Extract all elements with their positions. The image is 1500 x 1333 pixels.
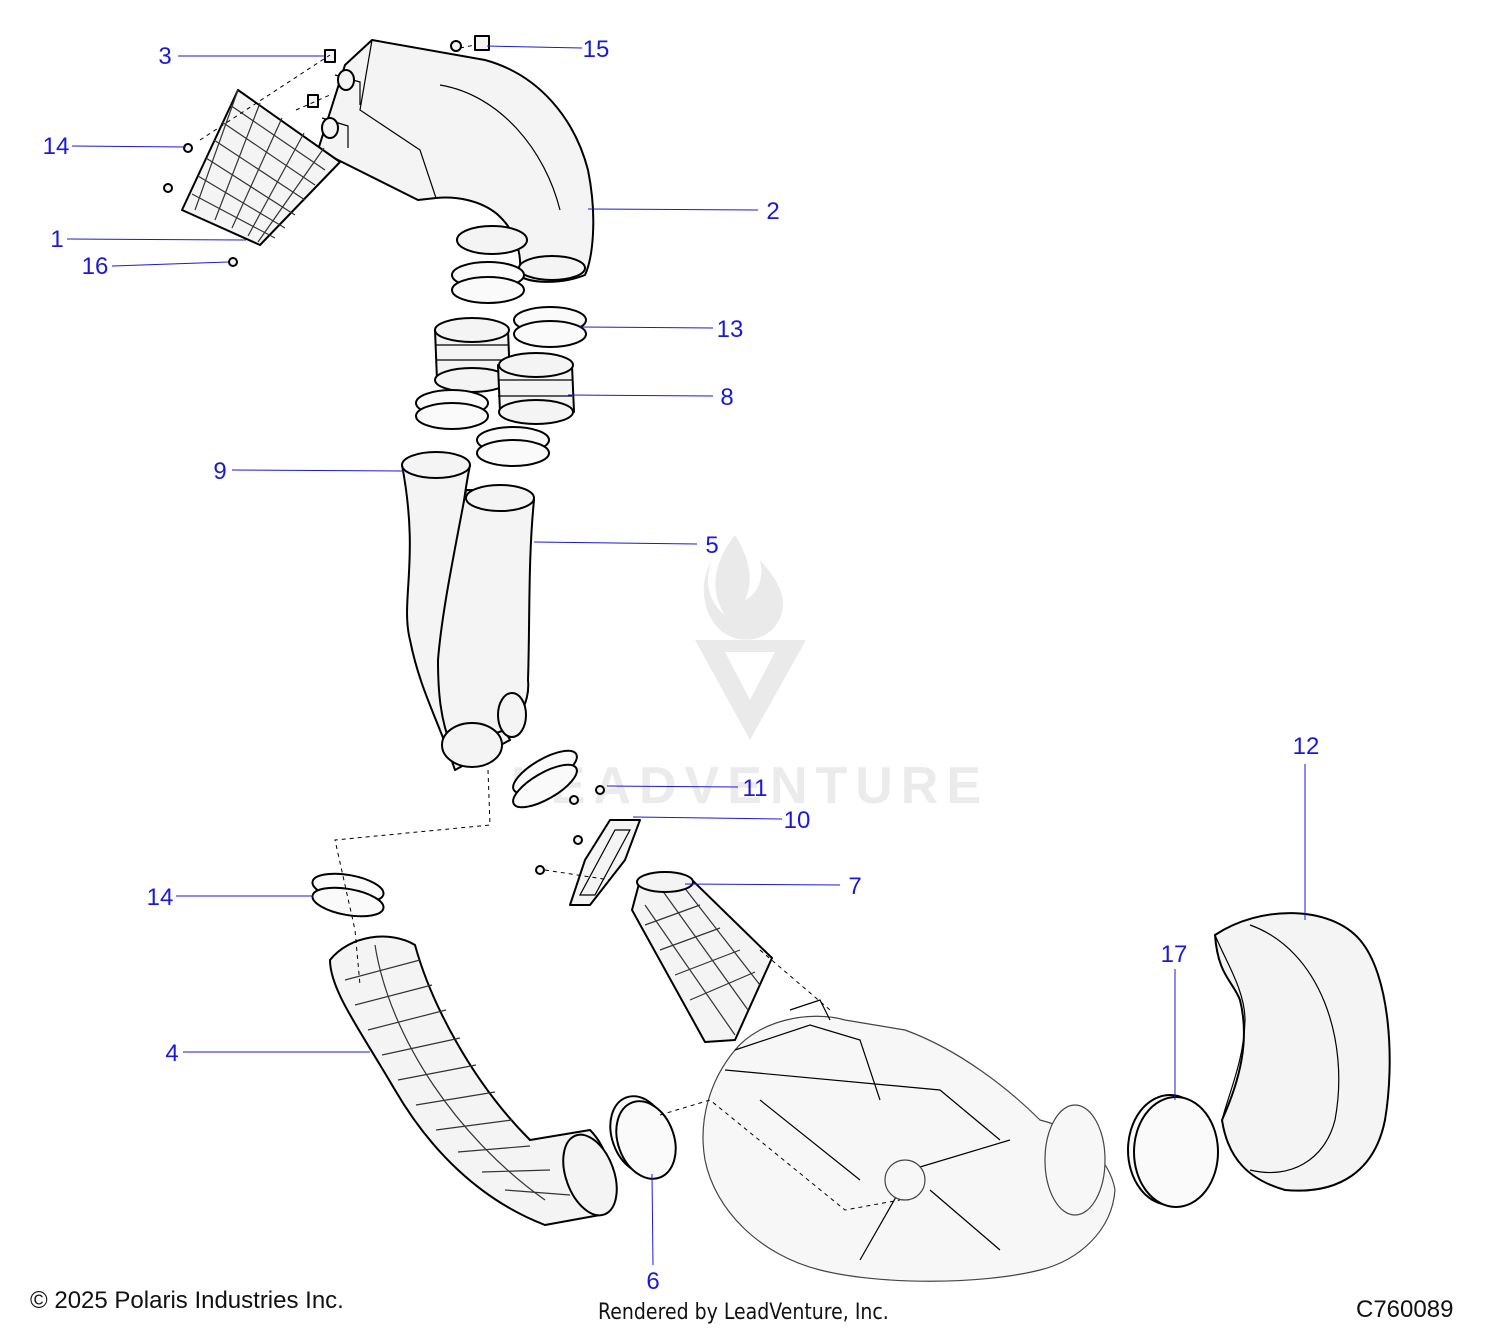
clutch-cover: [702, 999, 1116, 1282]
callout-3: 3: [158, 43, 171, 70]
callout-12: 17: [1161, 941, 1188, 968]
watermark-text: LEADVENTURE: [511, 757, 989, 815]
callout-9: 9: [213, 458, 226, 485]
callout-8: 8: [720, 384, 733, 411]
callout-5: 5: [705, 532, 718, 559]
callout-13: 12: [1293, 733, 1320, 760]
callout-17: 16: [82, 253, 109, 280]
fasteners-top: [163, 35, 490, 267]
callout-2: 2: [766, 198, 779, 225]
clamp-6: [609, 1095, 677, 1180]
intake-duct-lower: [329, 935, 618, 1226]
clamp-12: [1127, 1094, 1219, 1208]
clamps-and-couplers-upper: [415, 261, 587, 467]
diagram-code: C760089: [1356, 1296, 1454, 1323]
callout-6: 6: [646, 1268, 659, 1295]
intake-duct-upper: [317, 39, 595, 283]
leader-lines: [66, 45, 1306, 1266]
callout-11: 11: [743, 775, 768, 802]
callout-labels: 3 15 14 1 16 2 13 8 9 5 12 11 10 7 14 17…: [43, 36, 1320, 1295]
copyright-text: © 2025 Polaris Industries Inc.: [30, 1287, 344, 1314]
callout-14-lower: 14: [147, 884, 174, 911]
intake-adapter: [631, 871, 773, 1043]
intake-ducts-middle: [401, 451, 535, 771]
callout-15: 14: [43, 133, 70, 160]
intake-cover-13: [1214, 912, 1391, 1192]
leadventure-logo-watermark: LEADVENTURE: [511, 535, 989, 815]
intake-screen: [181, 89, 341, 246]
callout-4: 4: [165, 1040, 178, 1067]
callout-1: 1: [50, 226, 63, 253]
callout-16: 15: [583, 36, 610, 63]
callout-7: 7: [848, 873, 861, 900]
rendered-by-text: Rendered by LeadVenture, Inc.: [598, 1300, 889, 1325]
clamp-lower-left: [311, 872, 385, 918]
clamp-lower-and-flange: [512, 749, 641, 906]
callout-14-upper: 13: [717, 316, 744, 343]
callout-10: 10: [784, 807, 811, 834]
